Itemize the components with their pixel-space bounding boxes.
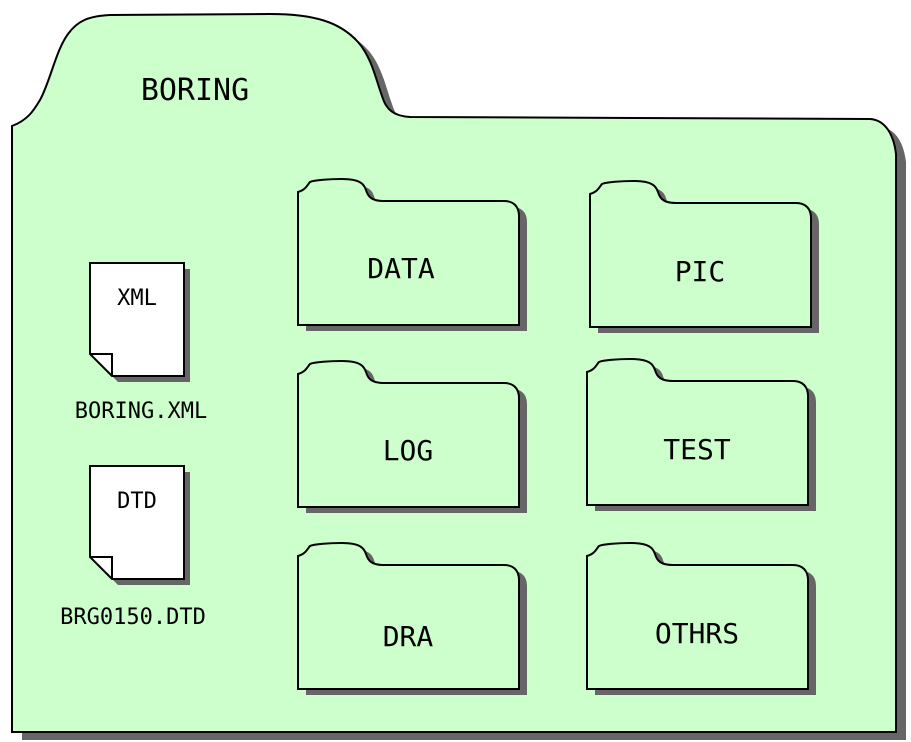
root-folder-body [11,12,897,733]
subfolder[interactable]: DATA [297,177,527,331]
subfolder[interactable]: PIC [589,179,819,333]
subfolder-label: TEST [663,433,731,466]
document-fold [90,353,113,376]
document-icon [89,465,185,580]
folder-icon [586,541,809,690]
document-fold [90,556,113,579]
file-item[interactable]: DTD BRG0150.DTD [60,465,206,630]
subfolder[interactable]: LOG [297,359,527,513]
subfolder[interactable]: TEST [586,357,816,511]
file-name: BORING.XML [75,399,207,424]
folder-icon [586,357,809,506]
file-type-label: XML [117,286,157,311]
subfolder-label: PIC [675,255,726,288]
subfolder-label: LOG [383,434,434,467]
subfolder-label: DRA [383,620,434,653]
subfolder[interactable]: DRA [297,541,527,695]
root-folder: BORING [11,12,906,740]
file-name: BRG0150.DTD [60,605,206,630]
subfolder-label: DATA [367,252,435,285]
folder-icon [297,359,520,508]
document-icon [89,262,185,377]
folder-icon [297,541,520,690]
folder-icon [297,177,520,326]
folder-icon [589,179,812,328]
file-item[interactable]: XML BORING.XML [75,262,207,424]
root-folder-label: BORING [141,73,249,108]
subfolder-label: OTHRS [655,617,739,650]
file-type-label: DTD [117,489,157,514]
subfolder[interactable]: OTHRS [586,541,816,695]
